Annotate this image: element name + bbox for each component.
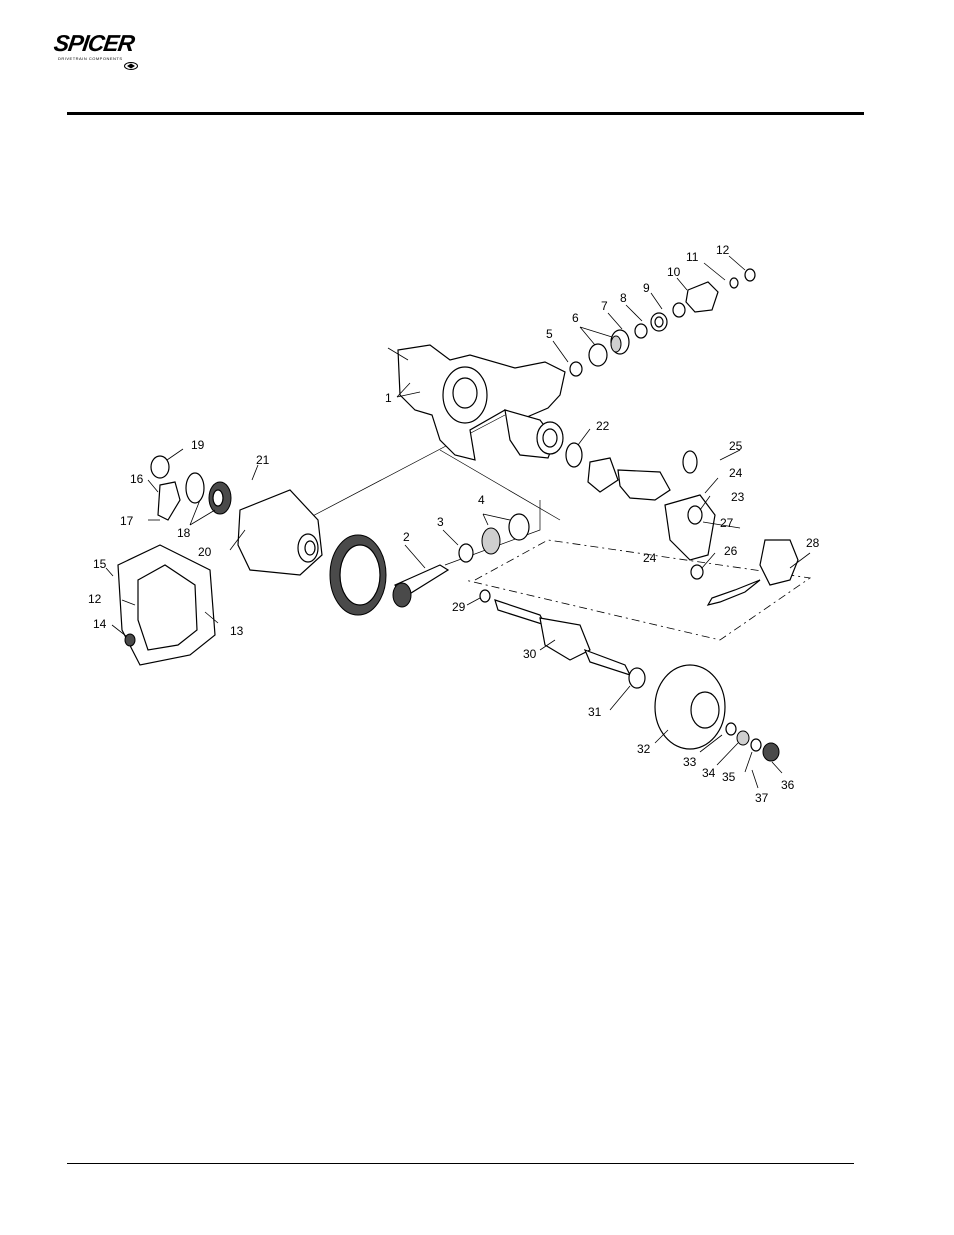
- ring-and-pinion-parts: [330, 514, 529, 615]
- callout-3: 3: [437, 515, 444, 529]
- callout-27: 27: [720, 516, 734, 530]
- callout-12-cover: 12: [88, 592, 102, 606]
- callout-2: 2: [403, 530, 410, 544]
- callout-4: 4: [478, 493, 485, 507]
- callout-21: 21: [256, 453, 270, 467]
- callout-29: 29: [452, 600, 466, 614]
- axle-shaft-parts: [480, 590, 779, 761]
- callout-35: 35: [722, 770, 736, 784]
- axis-line-tube: [440, 450, 560, 520]
- callout-10: 10: [667, 265, 681, 279]
- callout-1: 1: [385, 391, 392, 405]
- callout-25: 25: [729, 439, 743, 453]
- cover-parts: [118, 545, 215, 665]
- axle-housing: [398, 345, 565, 460]
- callout-32: 32: [637, 742, 651, 756]
- callout-30: 30: [523, 647, 537, 661]
- callout-12-top: 12: [716, 243, 730, 257]
- callout-5: 5: [546, 327, 553, 341]
- callout-7: 7: [601, 299, 608, 313]
- callout-19: 19: [191, 438, 205, 452]
- callout-23: 23: [731, 490, 745, 504]
- callout-17: 17: [120, 514, 134, 528]
- callout-6: 6: [572, 311, 579, 325]
- callout-31: 31: [588, 705, 602, 719]
- callout-9: 9: [643, 281, 650, 295]
- callout-20: 20: [198, 545, 212, 559]
- callout-15: 15: [93, 557, 107, 571]
- callout-8: 8: [620, 291, 627, 305]
- callout-34: 34: [702, 766, 716, 780]
- callout-11: 11: [686, 250, 699, 264]
- callout-24-lower: 24: [643, 551, 657, 565]
- callout-33: 33: [683, 755, 697, 769]
- callout-13: 13: [230, 624, 244, 638]
- pinion-side-parts: [570, 269, 755, 376]
- callout-28: 28: [806, 536, 820, 550]
- callout-16: 16: [130, 472, 144, 486]
- callout-37: 37: [755, 791, 769, 805]
- axis-line-housing: [305, 415, 505, 520]
- callout-36: 36: [781, 778, 795, 792]
- callout-14: 14: [93, 617, 107, 631]
- knuckle-parts: [566, 443, 798, 605]
- callout-26: 26: [724, 544, 738, 558]
- callout-22: 22: [596, 419, 610, 433]
- phantom-line-axle: [465, 540, 810, 640]
- callout-24-upper: 24: [729, 466, 743, 480]
- callout-18: 18: [177, 526, 191, 540]
